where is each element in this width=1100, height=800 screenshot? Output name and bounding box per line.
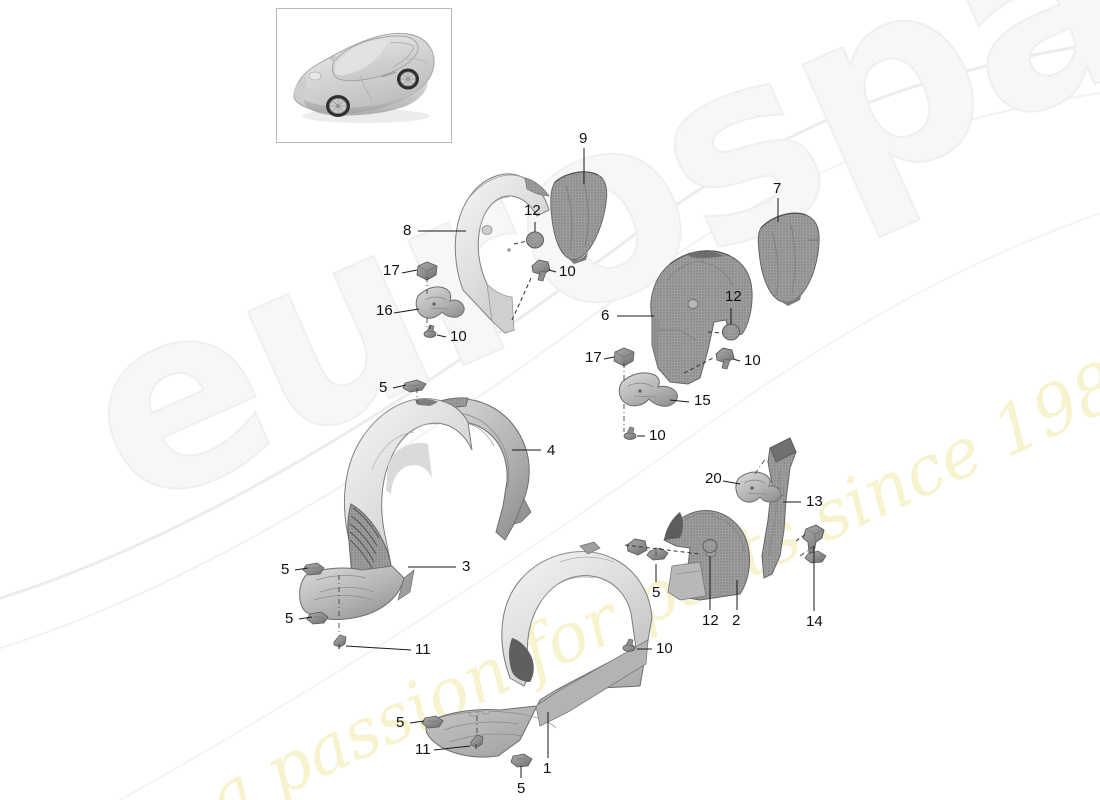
callout-label-2: 2 — [732, 612, 741, 629]
part-5-spring-clip-f — [646, 547, 669, 561]
part-5-spring-clip-g — [804, 550, 827, 564]
callout-label-5c: 5 — [285, 610, 294, 627]
part-11-push-pin-a — [333, 634, 347, 649]
callout-label-12a: 12 — [524, 202, 541, 219]
vehicle-thumbnail-image — [282, 14, 446, 137]
callout-label-9: 9 — [579, 130, 588, 147]
part-5-spring-clip-b — [302, 562, 325, 576]
part-7-liner-panel-dark-right — [757, 212, 820, 306]
alignment-dash-lines — [338, 277, 815, 735]
callout-label-4: 4 — [547, 442, 556, 459]
assembly-dashed-pointers — [429, 240, 807, 555]
callout-label-17a: 17 — [383, 262, 400, 279]
part-14-expanding-rivet — [802, 524, 825, 554]
part-12-round-rivet-c — [702, 539, 718, 553]
callout-label-3: 3 — [462, 558, 471, 575]
part-10-expanding-nut-f — [626, 538, 648, 556]
callout-label-10c: 10 — [744, 352, 761, 369]
part-12-round-rivet-a — [526, 231, 544, 249]
part-5-spring-clip-c — [306, 611, 329, 625]
part-17-clip-nut-left — [416, 261, 438, 281]
part-6-wheel-housing-liner-right — [650, 250, 753, 385]
part-10-expanding-nut-a — [531, 259, 551, 282]
part-4-wheel-arch-extension-liner — [432, 397, 532, 541]
callout-label-12b: 12 — [725, 288, 742, 305]
callout-label-10e: 10 — [656, 640, 673, 657]
callout-label-1: 1 — [543, 760, 552, 777]
part-3-front-wheel-housing-liner — [299, 398, 473, 620]
part-16-bracket-left — [415, 286, 465, 319]
part-10-expanding-nut-d — [623, 426, 637, 440]
part-5-spring-clip-d — [421, 715, 444, 729]
callout-label-12c: 12 — [702, 612, 719, 629]
part-17-clip-nut-right — [613, 347, 635, 367]
callout-label-17b: 17 — [585, 349, 602, 366]
part-20-retaining-bracket — [735, 471, 782, 503]
callout-label-5a: 5 — [379, 379, 388, 396]
part-1-rear-wheel-housing-liner — [425, 541, 653, 758]
callout-label-15: 15 — [694, 392, 711, 409]
callout-label-10d: 10 — [649, 427, 666, 444]
callout-label-20: 20 — [705, 470, 722, 487]
callout-label-13: 13 — [806, 493, 823, 510]
callout-label-5b: 5 — [281, 561, 290, 578]
callout-label-16: 16 — [376, 302, 393, 319]
vehicle-thumbnail-box — [276, 8, 452, 143]
part-9-liner-panel-dark-left — [550, 171, 608, 264]
part-10-expanding-nut-e — [622, 638, 636, 652]
callout-label-6: 6 — [601, 307, 610, 324]
part-5-spring-clip-a — [402, 379, 427, 393]
callout-label-10a: 10 — [559, 263, 576, 280]
callout-label-10b: 10 — [450, 328, 467, 345]
callout-label-5e: 5 — [517, 780, 526, 797]
callout-label-11a: 11 — [415, 641, 431, 658]
part-8-wheel-housing-liner-left — [454, 173, 550, 334]
callout-label-5d: 5 — [396, 714, 405, 731]
callout-label-8: 8 — [403, 222, 412, 239]
part-10-expanding-nut-c — [715, 347, 735, 370]
callout-label-14: 14 — [806, 613, 823, 630]
leader-lines-solid — [294, 148, 815, 778]
part-2-rear-liner-small-section — [663, 510, 751, 601]
part-5-spring-clip-e — [510, 753, 533, 768]
callout-label-7: 7 — [773, 180, 782, 197]
part-12-round-rivet-b — [722, 323, 740, 341]
part-11-push-pin-b — [470, 734, 484, 749]
part-13-sill-trim-strip — [761, 437, 797, 579]
callout-label-11b: 11 — [415, 741, 431, 758]
callout-label-5f: 5 — [652, 584, 661, 601]
